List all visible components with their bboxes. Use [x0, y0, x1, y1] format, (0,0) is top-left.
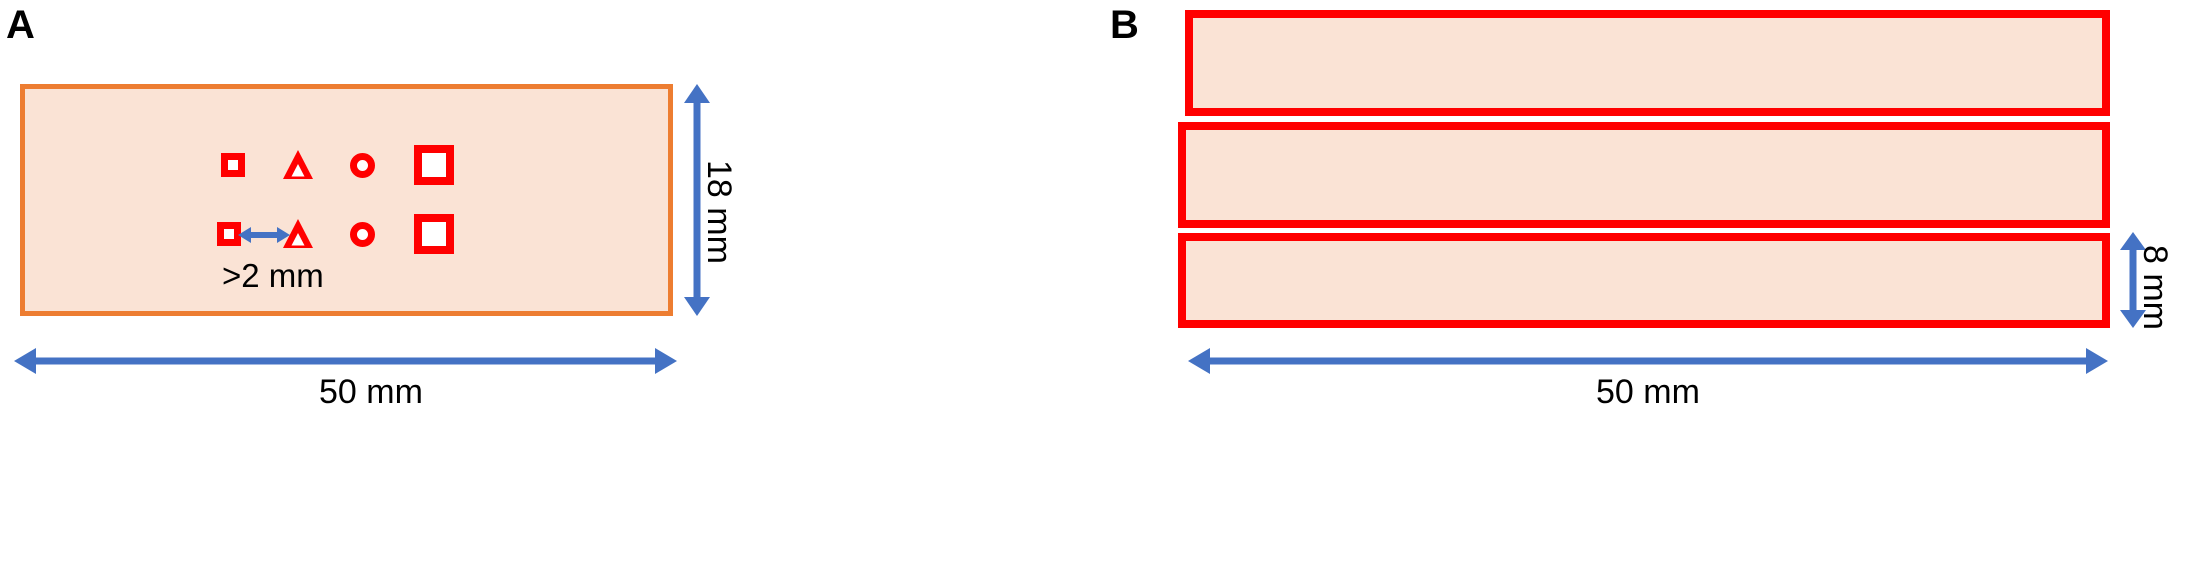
- width-dimension-arrow-a: [14, 348, 677, 374]
- height-dimension-label-a: 18 mm: [700, 160, 738, 264]
- marker-triangle-r2c2: [283, 219, 313, 248]
- marker-triangle-r1c2: [283, 150, 313, 179]
- strip-height-dimension-label-b: 8 mm: [2136, 245, 2174, 330]
- width-dimension-arrow-b: [1188, 348, 2108, 374]
- marker-small-square-r2c1: [217, 222, 241, 246]
- panel-letter-b: B: [1110, 3, 1139, 47]
- marker-large-square-r1c4: [414, 145, 454, 185]
- sample-plate-a: [20, 84, 673, 316]
- sample-strip-1: [1185, 10, 2110, 116]
- marker-circle-r1c3: [350, 153, 375, 178]
- spacing-note-label: >2 mm: [222, 257, 324, 294]
- width-dimension-label-b: 50 mm: [1596, 373, 1700, 411]
- marker-large-square-r2c4: [414, 214, 454, 254]
- width-dimension-label-a: 50 mm: [319, 373, 423, 411]
- sample-strip-3: [1178, 233, 2110, 328]
- marker-circle-r2c3: [350, 222, 375, 247]
- spacing-arrow-double: [238, 223, 290, 247]
- marker-small-square-r1c1: [221, 153, 245, 177]
- sample-strip-2: [1178, 122, 2110, 228]
- strip-height-dimension-arrow-b: [2120, 232, 2146, 328]
- height-dimension-arrow-a: [684, 84, 710, 316]
- panel-letter-a: A: [6, 3, 35, 47]
